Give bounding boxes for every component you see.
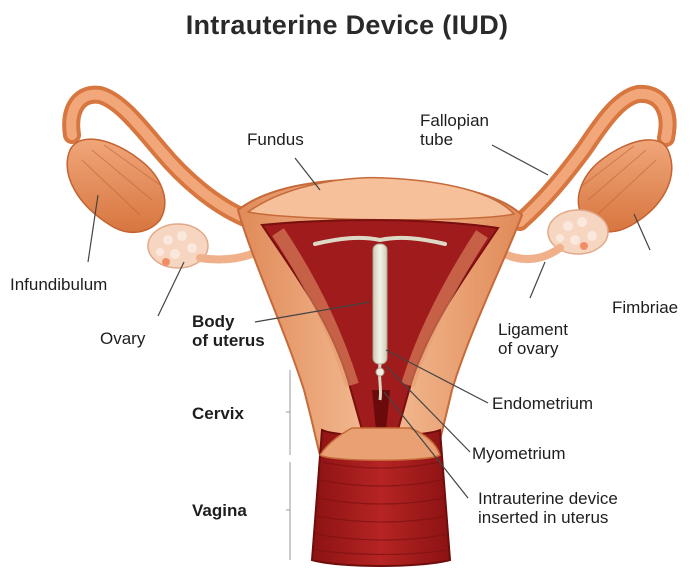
- uterine-fundus: [248, 178, 514, 220]
- label-iud-line2: inserted in uterus: [478, 508, 618, 527]
- label-body-of-uterus-line2: of uterus: [192, 331, 265, 350]
- label-ovary: Ovary: [100, 329, 145, 348]
- label-cervix: Cervix: [192, 404, 244, 423]
- label-ligament-line1: Ligament: [498, 320, 568, 339]
- label-endometrium: Endometrium: [492, 394, 593, 413]
- label-fallopian-tube: Fallopian tube: [420, 111, 489, 149]
- label-myometrium: Myometrium: [472, 444, 566, 463]
- label-fimbriae: Fimbriae: [612, 298, 678, 317]
- label-ligament-of-ovary: Ligament of ovary: [498, 320, 568, 358]
- label-vagina: Vagina: [192, 501, 247, 520]
- region-brackets: [286, 370, 290, 560]
- right-ovarian-ligament: [500, 248, 560, 259]
- label-fallopian-tube-line1: Fallopian: [420, 111, 489, 130]
- label-body-of-uterus: Body of uterus: [192, 312, 265, 350]
- left-infundibulum: [67, 139, 165, 232]
- label-iud: Intrauterine device inserted in uterus: [478, 489, 618, 527]
- label-fallopian-tube-line2: tube: [420, 130, 489, 149]
- label-body-of-uterus-line1: Body: [192, 312, 265, 331]
- label-fundus: Fundus: [247, 130, 304, 149]
- label-ligament-line2: of ovary: [498, 339, 568, 358]
- label-iud-line1: Intrauterine device: [478, 489, 618, 508]
- label-infundibulum: Infundibulum: [10, 275, 107, 294]
